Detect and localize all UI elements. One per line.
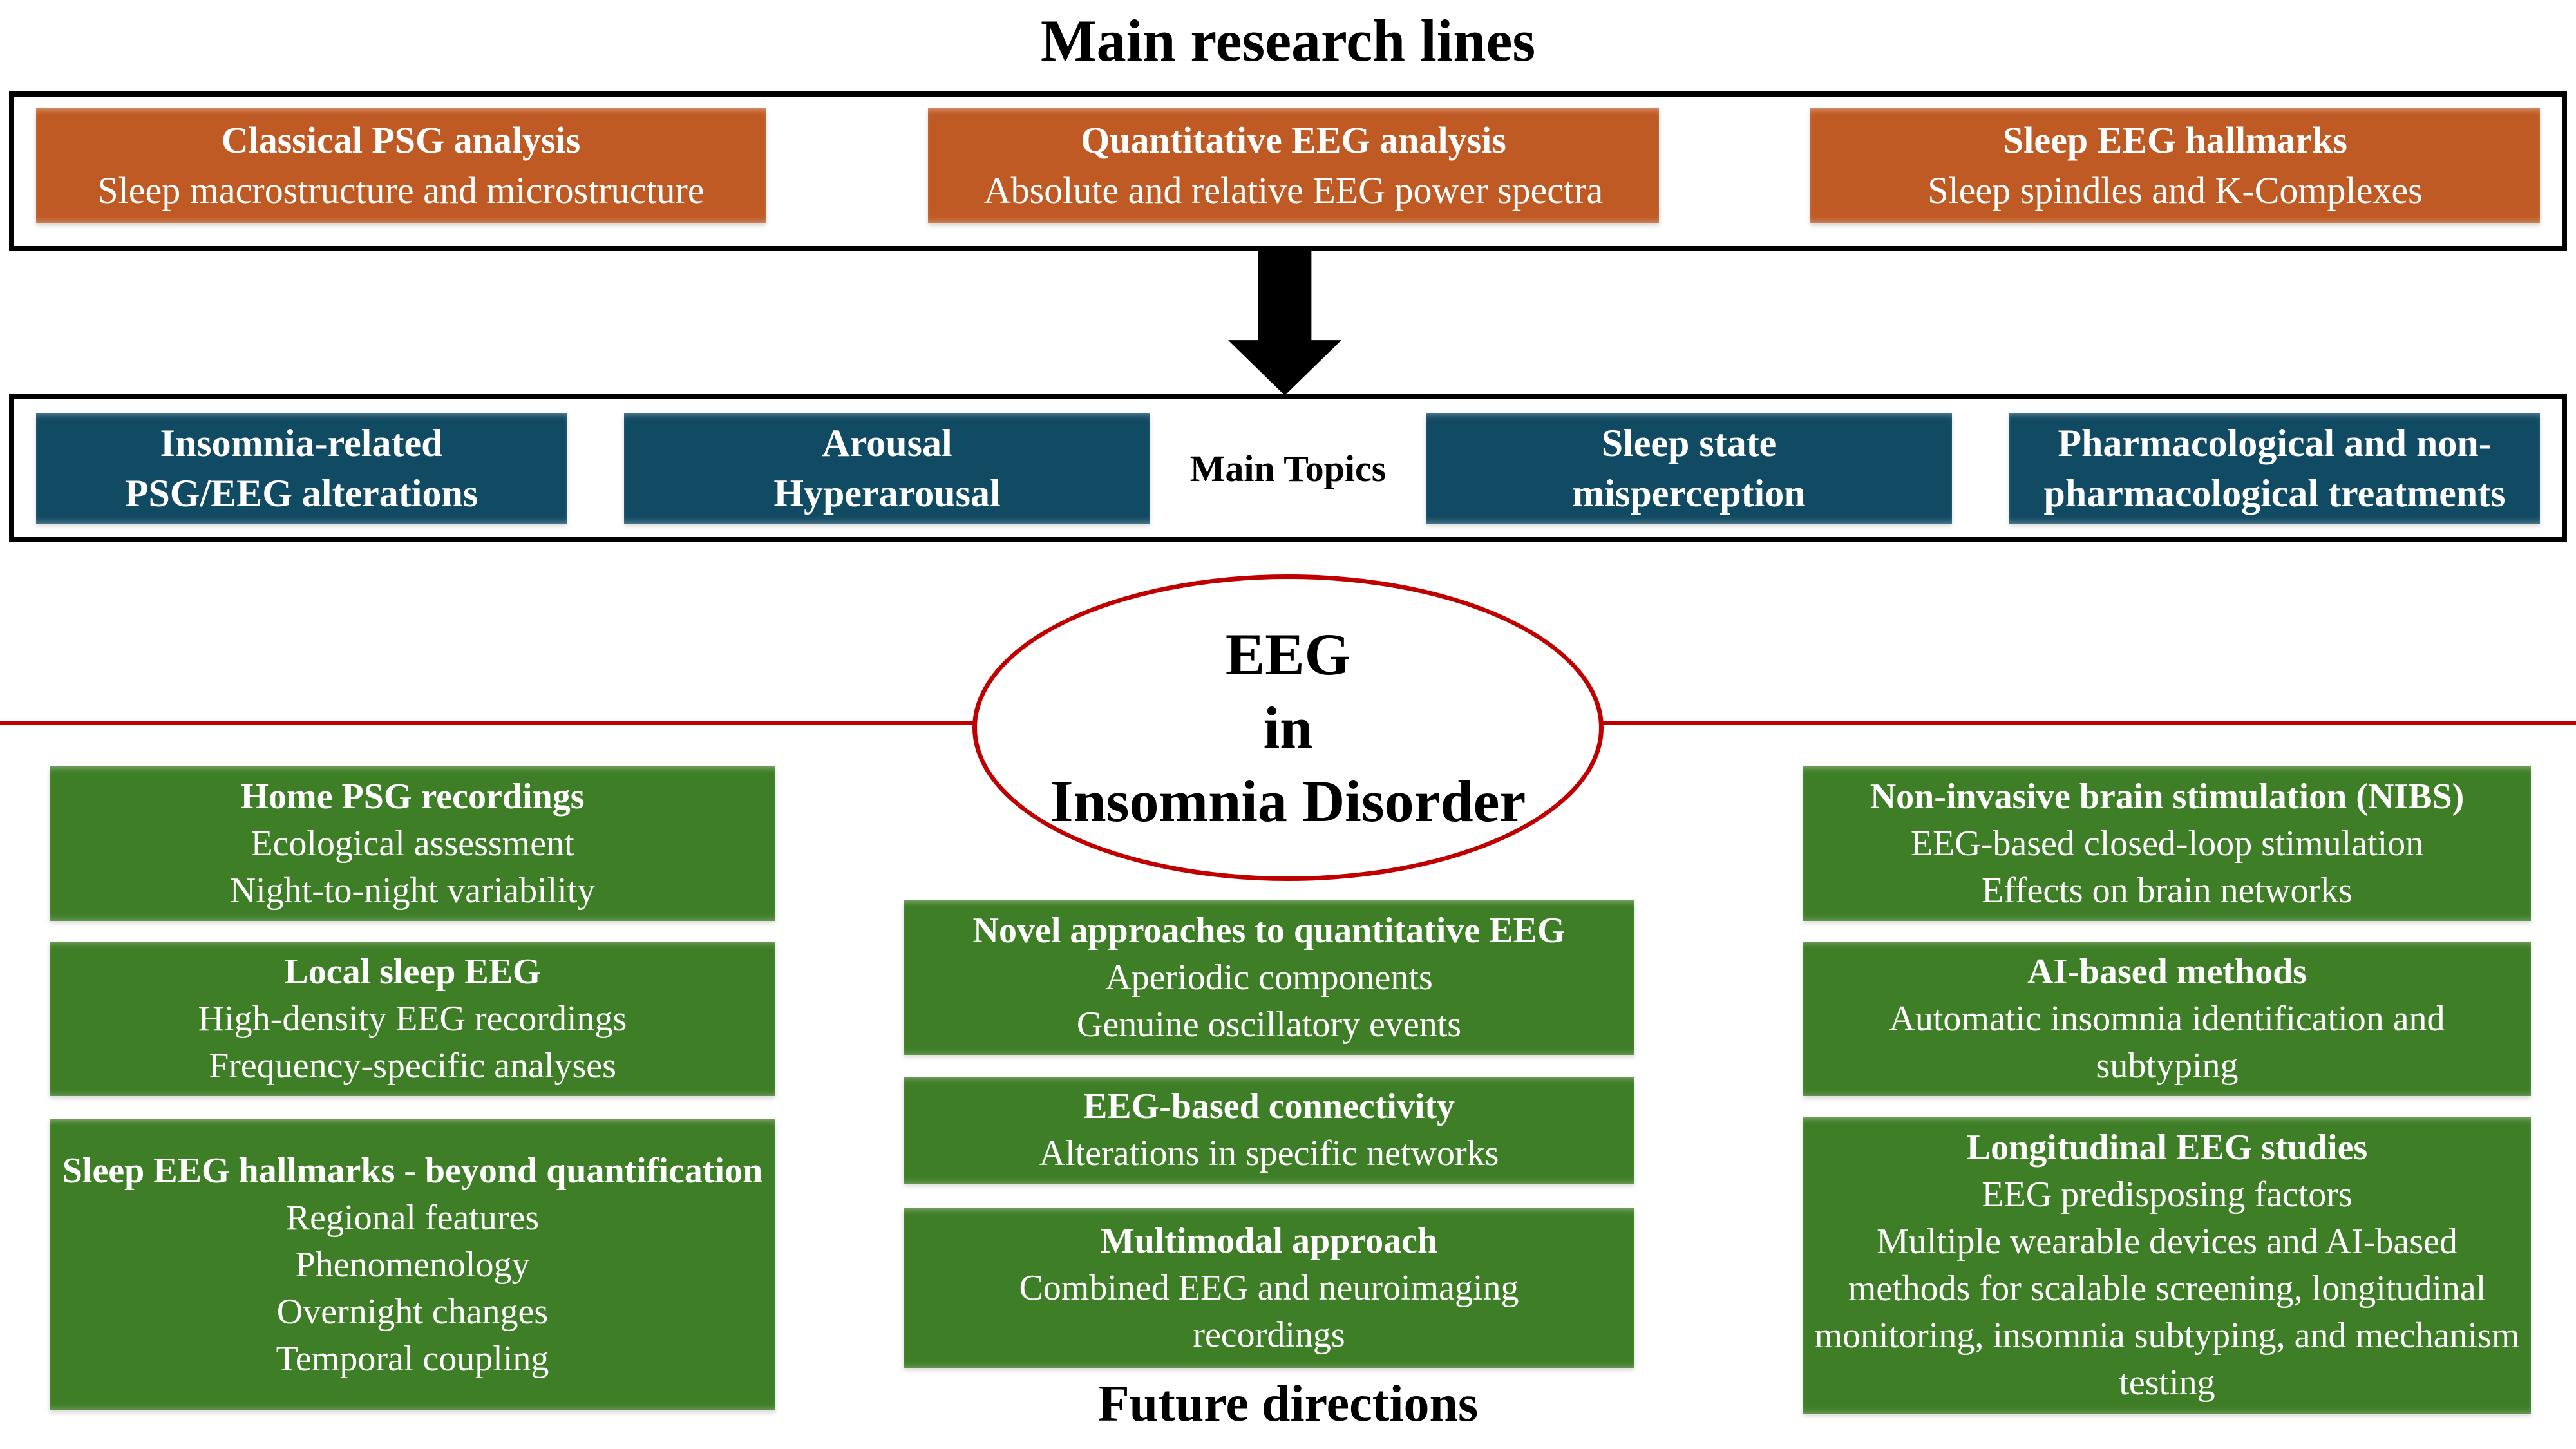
down-arrow-icon <box>1228 250 1341 395</box>
box-title: Sleep EEG hallmarks - beyond quantificat… <box>62 1150 763 1191</box>
box-title: Sleep EEG hallmarks <box>2003 119 2347 161</box>
box-title: Classical PSG analysis <box>221 119 581 161</box>
box-title: EEG-based connectivity <box>1083 1086 1455 1126</box>
box-item: EEG predisposing factors <box>1982 1175 2353 1215</box>
ellipse-line: in <box>1263 695 1313 761</box>
box-line: Sleep state <box>1601 422 1777 464</box>
future-box-nibs: Non-invasive brain stimulation (NIBS) EE… <box>1803 766 2531 921</box>
main-topics-panel <box>9 394 2567 542</box>
research-line-box-sleep-eeg-hallmarks: Sleep EEG hallmarks Sleep spindles and K… <box>1810 108 2540 223</box>
box-line: PSG/EEG alterations <box>124 472 478 515</box>
main-topic-box-arousal: Arousal Hyperarousal <box>624 413 1150 524</box>
box-title: Local sleep EEG <box>284 951 541 992</box>
box-item: Automatic insomnia identification and su… <box>1889 998 2445 1086</box>
box-item: Frequency-specific analyses <box>209 1045 616 1086</box>
box-item: Night-to-night variability <box>229 870 596 911</box>
research-line-box-classical-psg: Classical PSG analysis Sleep macrostruct… <box>36 108 766 223</box>
box-item: High-density EEG recordings <box>198 998 627 1039</box>
box-item: Effects on brain networks <box>1982 870 2353 911</box>
research-lines-panel <box>9 91 2567 251</box>
box-title: Quantitative EEG analysis <box>1081 119 1506 161</box>
future-box-ai-methods: AI-based methods Automatic insomnia iden… <box>1803 942 2531 1096</box>
future-directions-label: Future directions <box>1097 1376 1479 1432</box>
box-line: Pharmacological and non- <box>2058 422 2492 464</box>
box-subtitle: Sleep spindles and K-Complexes <box>1927 169 2423 211</box>
box-line: Arousal <box>822 422 952 464</box>
box-line: misperception <box>1572 472 1806 515</box>
box-title: Home PSG recordings <box>240 776 585 817</box>
main-topic-box-sleep-state-misperception: Sleep state misperception <box>1426 413 1952 524</box>
ellipse-line: Insomnia Disorder <box>1050 768 1526 834</box>
main-topics-label: Main Topics <box>1189 447 1387 489</box>
box-subtitle: Sleep macrostructure and microstructure <box>97 169 705 211</box>
future-box-multimodal-approach: Multimodal approach Combined EEG and neu… <box>904 1208 1634 1368</box>
box-item: Genuine oscillatory events <box>1076 1004 1462 1045</box>
future-box-home-psg: Home PSG recordings Ecological assessmen… <box>50 766 775 921</box>
box-title: Longitudinal EEG studies <box>1966 1128 2368 1168</box>
box-title: AI-based methods <box>2027 951 2307 992</box>
page-title: Main research lines <box>1040 8 1536 73</box>
box-item: Phenomenology <box>295 1244 530 1285</box>
center-ellipse: EEG in Insomnia Disorder <box>972 574 1604 881</box>
box-item: Overnight changes <box>276 1291 549 1332</box>
box-item: Aperiodic components <box>1105 957 1433 998</box>
future-box-novel-quantitative-eeg: Novel approaches to quantitative EEG Ape… <box>904 900 1634 1055</box>
box-line: Insomnia-related <box>160 422 443 464</box>
box-line: Hyperarousal <box>773 472 1001 515</box>
future-box-longitudinal-eeg: Longitudinal EEG studies EEG predisposin… <box>1803 1117 2531 1414</box>
box-item: Multiple wearable devices and AI-based m… <box>1814 1222 2520 1403</box>
box-item: Ecological assessment <box>251 823 574 864</box>
box-item: Alterations in specific networks <box>1039 1133 1499 1173</box>
box-title: Novel approaches to quantitative EEG <box>972 910 1566 951</box>
box-title: Non-invasive brain stimulation (NIBS) <box>1870 776 2465 817</box>
box-item: Temporal coupling <box>276 1338 549 1379</box>
box-item: Regional features <box>285 1197 540 1238</box>
box-line: pharmacological treatments <box>2043 472 2506 515</box>
box-title: Multimodal approach <box>1100 1220 1438 1261</box>
main-topic-box-treatments: Pharmacological and non- pharmacological… <box>2009 413 2540 524</box>
future-box-hallmarks-beyond-quantification: Sleep EEG hallmarks - beyond quantificat… <box>50 1119 775 1410</box>
box-item: EEG-based closed-loop stimulation <box>1910 823 2424 864</box>
main-topic-box-insomnia-alterations: Insomnia-related PSG/EEG alterations <box>36 413 567 524</box>
ellipse-line: EEG <box>1225 621 1351 687</box>
future-box-eeg-connectivity: EEG-based connectivity Alterations in sp… <box>904 1077 1634 1184</box>
box-item: Combined EEG and neuroimaging recordings <box>1019 1267 1519 1355</box>
box-subtitle: Absolute and relative EEG power spectra <box>983 169 1604 211</box>
research-line-box-quantitative-eeg: Quantitative EEG analysis Absolute and r… <box>928 108 1659 223</box>
future-box-local-sleep-eeg: Local sleep EEG High-density EEG recordi… <box>50 942 775 1096</box>
